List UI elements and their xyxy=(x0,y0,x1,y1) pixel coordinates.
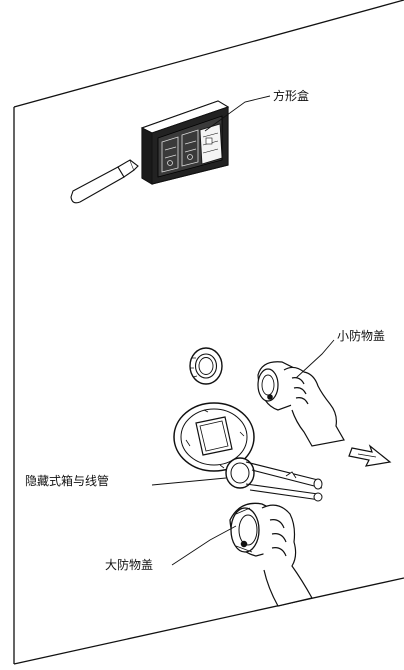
label-square-box: 方形盒 xyxy=(273,89,310,103)
wall-panel xyxy=(13,0,404,665)
leader-square-box xyxy=(204,95,271,132)
leader-hidden-pipe xyxy=(151,477,227,486)
hand-large-cap xyxy=(261,504,313,607)
label-hidden-box-and-pipe: 隐藏式箱与线管 xyxy=(25,474,110,488)
label-small-cap: 小防物盖 xyxy=(337,329,386,343)
label-large-cap: 大防物盖 xyxy=(105,558,154,572)
putty-knife-icon xyxy=(70,159,139,204)
pipe-ring-with-tubes xyxy=(225,457,323,502)
leader-small-cap xyxy=(295,339,335,379)
pull-direction-arrow-icon xyxy=(348,444,392,467)
hand-small-cap xyxy=(283,366,345,447)
round-plate xyxy=(173,402,255,472)
leader-large-cap xyxy=(171,525,237,566)
square-box xyxy=(140,100,230,185)
small-ring xyxy=(189,347,223,385)
